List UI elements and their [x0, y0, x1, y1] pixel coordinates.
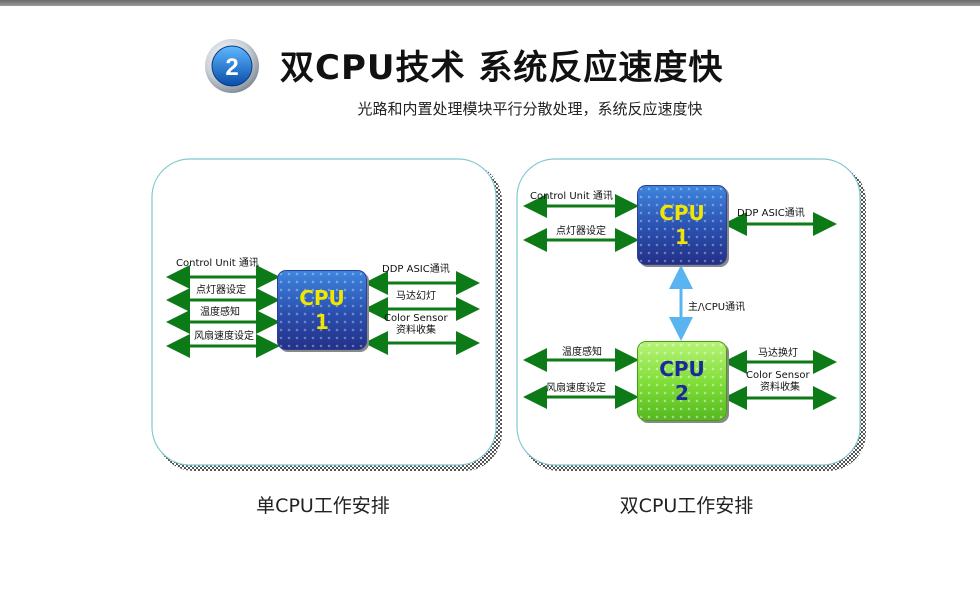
cpu-name: CPU [659, 357, 705, 381]
cpu-number: 2 [675, 381, 689, 405]
dual-cpu-arrows [523, 194, 837, 410]
cpu-name: CPU [659, 201, 705, 225]
cpu-number: 1 [675, 225, 689, 249]
single-right-label: DDP ASIC通讯 [382, 264, 450, 275]
dual-cpu-2: CPU 2 [637, 341, 727, 421]
single-caption: 单CPU工作安排 [256, 495, 390, 517]
dual-cpu-panel [516, 158, 866, 471]
cpu-link-label: 主/\CPU通讯 [688, 302, 746, 313]
single-left-label: 温度感知 [200, 307, 240, 318]
single-left-label: 点灯器设定 [196, 285, 246, 296]
dual-caption: 双CPU工作安排 [619, 495, 754, 517]
dual-cpu1-right-label: DDP ASIC通讯 [737, 208, 805, 219]
dual-cpu2-right-label: 马达换灯 [758, 348, 798, 359]
dual-cpu2-right-label: Color Sensor [746, 370, 810, 381]
top-bar [0, 0, 980, 6]
dual-cpu2-right-label: 资料收集 [760, 382, 800, 393]
single-right-label: 资料收集 [396, 325, 436, 336]
dual-cpu2-left-label: 温度感知 [562, 347, 602, 358]
dual-cpu2-left-label: 风扇速度设定 [546, 383, 606, 394]
single-cpu-arrows [166, 265, 480, 358]
dual-cpu1-left-label: Control Unit 通讯 [530, 191, 613, 202]
page-subtitle: 光路和内置处理模块平行分散处理，系统反应速度快 [357, 100, 703, 118]
cpu-number: 1 [315, 310, 329, 334]
single-left-label: 风扇速度设定 [194, 331, 254, 342]
single-right-label: Color Sensor [384, 313, 448, 324]
dual-cpu-1: CPU 1 [637, 185, 727, 265]
number-badge-icon: 2 [205, 39, 259, 93]
badge-number: 2 [225, 54, 238, 81]
page-title: 双CPU技术 系统反应速度快 [280, 48, 724, 88]
single-cpu-1: CPU 1 [277, 270, 367, 350]
dual-cpu1-left-label: 点灯器设定 [556, 226, 606, 237]
single-left-label: Control Unit 通讯 [176, 258, 259, 269]
cpu-name: CPU [299, 286, 345, 310]
single-right-label: 马达幻灯 [396, 291, 436, 302]
